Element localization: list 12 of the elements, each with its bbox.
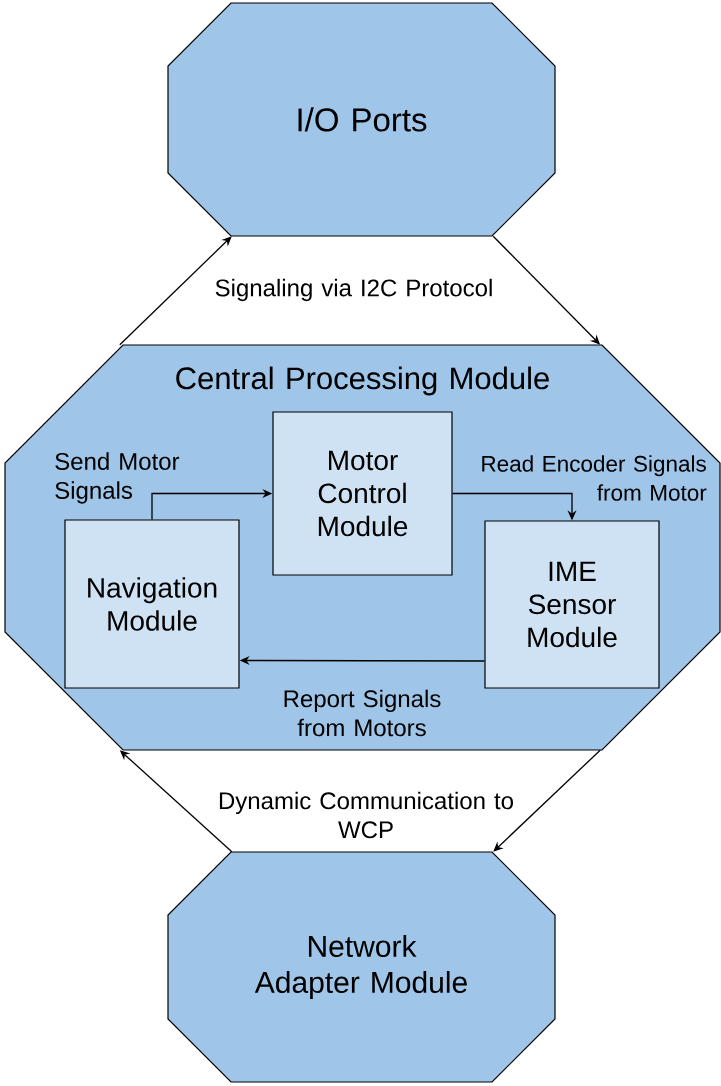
module-box: Navigation Module xyxy=(64,519,240,689)
octagon-block: I/O Ports xyxy=(167,2,556,237)
arrow xyxy=(493,749,601,852)
edge-label: Send Motor Signals xyxy=(55,452,180,504)
octagon-block: Network Adapter Module xyxy=(167,851,556,1083)
module-box: Motor Control Module xyxy=(272,411,453,576)
edge-label: Read Encoder Signals from Motor xyxy=(482,455,707,501)
connection-label: Dynamic Communication to WCP xyxy=(219,791,513,839)
edge-label: Report Signals from Motors xyxy=(284,689,441,737)
connection-label: Signaling via I2C Protocol xyxy=(215,278,492,302)
module-box: IME Sensor Module xyxy=(484,520,660,689)
arrow xyxy=(119,236,232,346)
